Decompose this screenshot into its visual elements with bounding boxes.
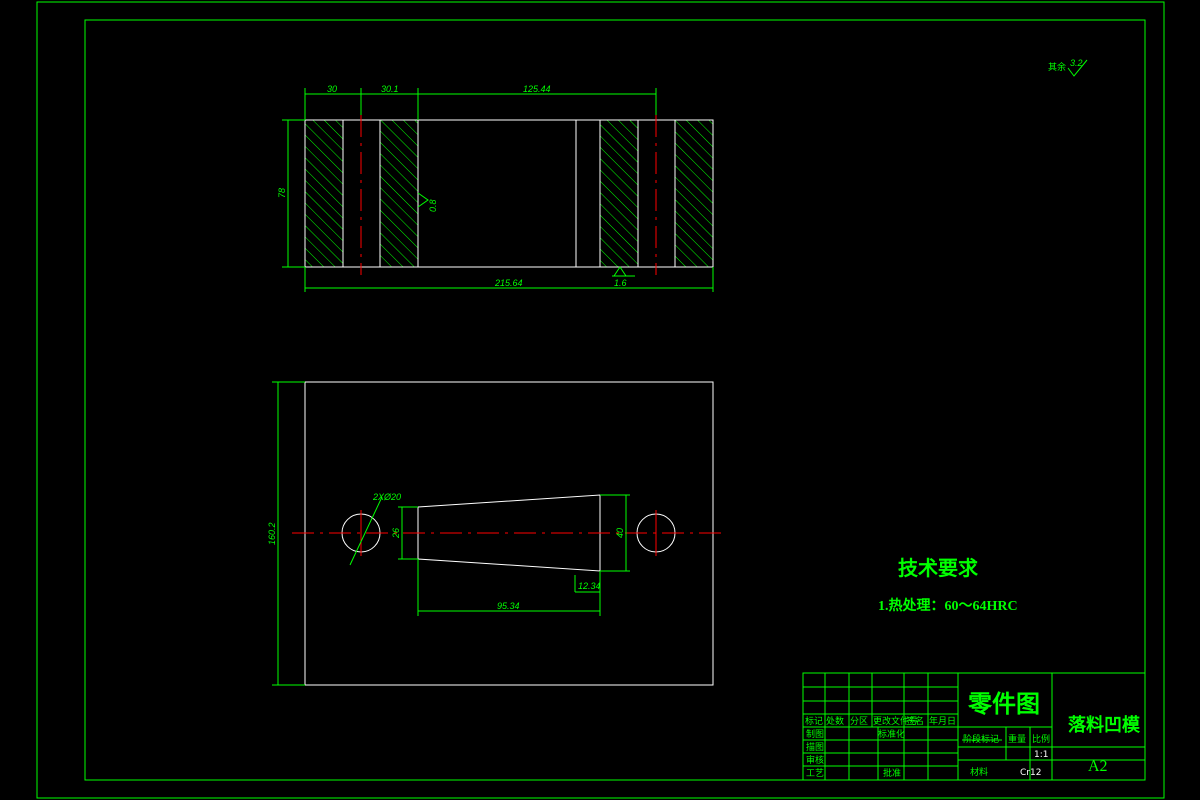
dim-30: 30 <box>327 84 337 94</box>
hdr-date: 年月日 <box>929 715 956 727</box>
drawing-type: 零件图 <box>967 690 1040 718</box>
roughness-note-label: 其余 <box>1048 61 1066 73</box>
roughness-note-value: 3.2 <box>1070 58 1083 68</box>
material-value: Cr12 <box>1020 768 1041 778</box>
dim-26: 26 <box>391 528 401 539</box>
part-name: 落料凹模 <box>1068 714 1141 736</box>
roughness-bottom: 1.6 <box>614 278 627 288</box>
label-designer: 制图 <box>806 728 824 740</box>
tech-requirements: 技术要求 1.热处理：60～64HRC <box>878 556 1018 614</box>
top-view: 30 30.1 125.44 78 215.64 0.8 1.6 <box>277 84 714 292</box>
tech-requirement-item: 1.热处理：60～64HRC <box>878 597 1018 614</box>
dim-78: 78 <box>277 188 287 198</box>
label-process: 工艺 <box>806 768 824 779</box>
label-stage: 阶段标记 <box>963 733 999 745</box>
dim-215-64: 215.64 <box>494 278 523 288</box>
dim-30-1: 30.1 <box>381 84 399 94</box>
roughness-symbol-icon <box>417 192 429 208</box>
hatch-region <box>675 120 713 267</box>
label-weight: 重量 <box>1008 733 1026 745</box>
roughness-inner: 0.8 <box>428 199 438 212</box>
label-scale: 比例 <box>1032 733 1050 745</box>
top-view-outline <box>304 119 714 268</box>
label-material: 材料 <box>970 766 988 778</box>
label-approve: 批准 <box>883 767 901 779</box>
label-checker: 描图 <box>806 741 824 753</box>
hatch-region <box>600 120 638 267</box>
roughness-note: 其余 3.2 <box>1048 58 1088 77</box>
hdr-change-doc: 更改文件号 <box>873 715 918 727</box>
hdr-sign: 签名 <box>906 715 924 727</box>
hatch-region <box>380 120 418 267</box>
roughness-symbol-icon <box>613 266 627 277</box>
label-reviewer: 审核 <box>806 754 824 766</box>
scale-value: 1:1 <box>1034 750 1048 760</box>
hatch-region <box>305 120 343 267</box>
hdr-zone: 分区 <box>850 716 868 727</box>
sheet-size: A2 <box>1088 758 1108 775</box>
dim-95-34: 95.34 <box>497 601 520 611</box>
roughness-symbol-icon <box>1067 59 1088 77</box>
hdr-mark: 标记 <box>805 715 823 727</box>
tech-requirements-title: 技术要求 <box>898 556 979 580</box>
dim-12-34: 12.34 <box>578 581 601 591</box>
front-view: 2XØ20 160.2 26 40 12.34 95.34 <box>267 381 722 686</box>
outer-border <box>36 1 1165 799</box>
dim-160-2: 160.2 <box>267 522 277 545</box>
dim-40: 40 <box>615 528 625 538</box>
label-standard: 标准化 <box>878 728 905 740</box>
dim-125-44: 125.44 <box>523 84 551 94</box>
dim-hole: 2XØ20 <box>372 492 401 502</box>
title-block: 标记 处数 分区 更改文件号 签名 年月日 制图 描图 审核 工艺 标准化 批准… <box>802 672 1146 781</box>
hdr-count: 处数 <box>826 715 844 727</box>
inner-border <box>84 19 1146 781</box>
